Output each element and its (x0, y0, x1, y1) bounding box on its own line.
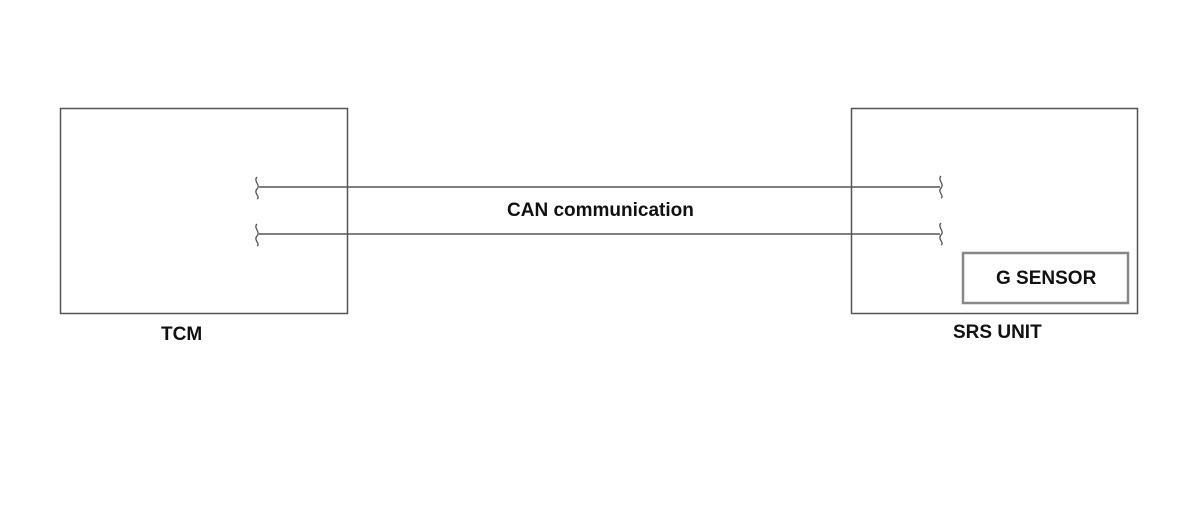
break-symbol-srs-1 (939, 175, 943, 199)
srs-unit-box (850, 107, 1139, 315)
break-symbol-srs-2 (939, 222, 943, 246)
tcm-box (59, 107, 349, 315)
can-communication-label: CAN communication (507, 200, 694, 221)
srs-unit-label: SRS UNIT (953, 322, 1042, 343)
g-sensor-label: G SENSOR (996, 268, 1097, 289)
break-symbol-tcm-2 (255, 223, 259, 247)
break-symbol-tcm-1 (255, 176, 259, 200)
tcm-label: TCM (161, 324, 203, 345)
g-sensor-box (961, 251, 1130, 305)
